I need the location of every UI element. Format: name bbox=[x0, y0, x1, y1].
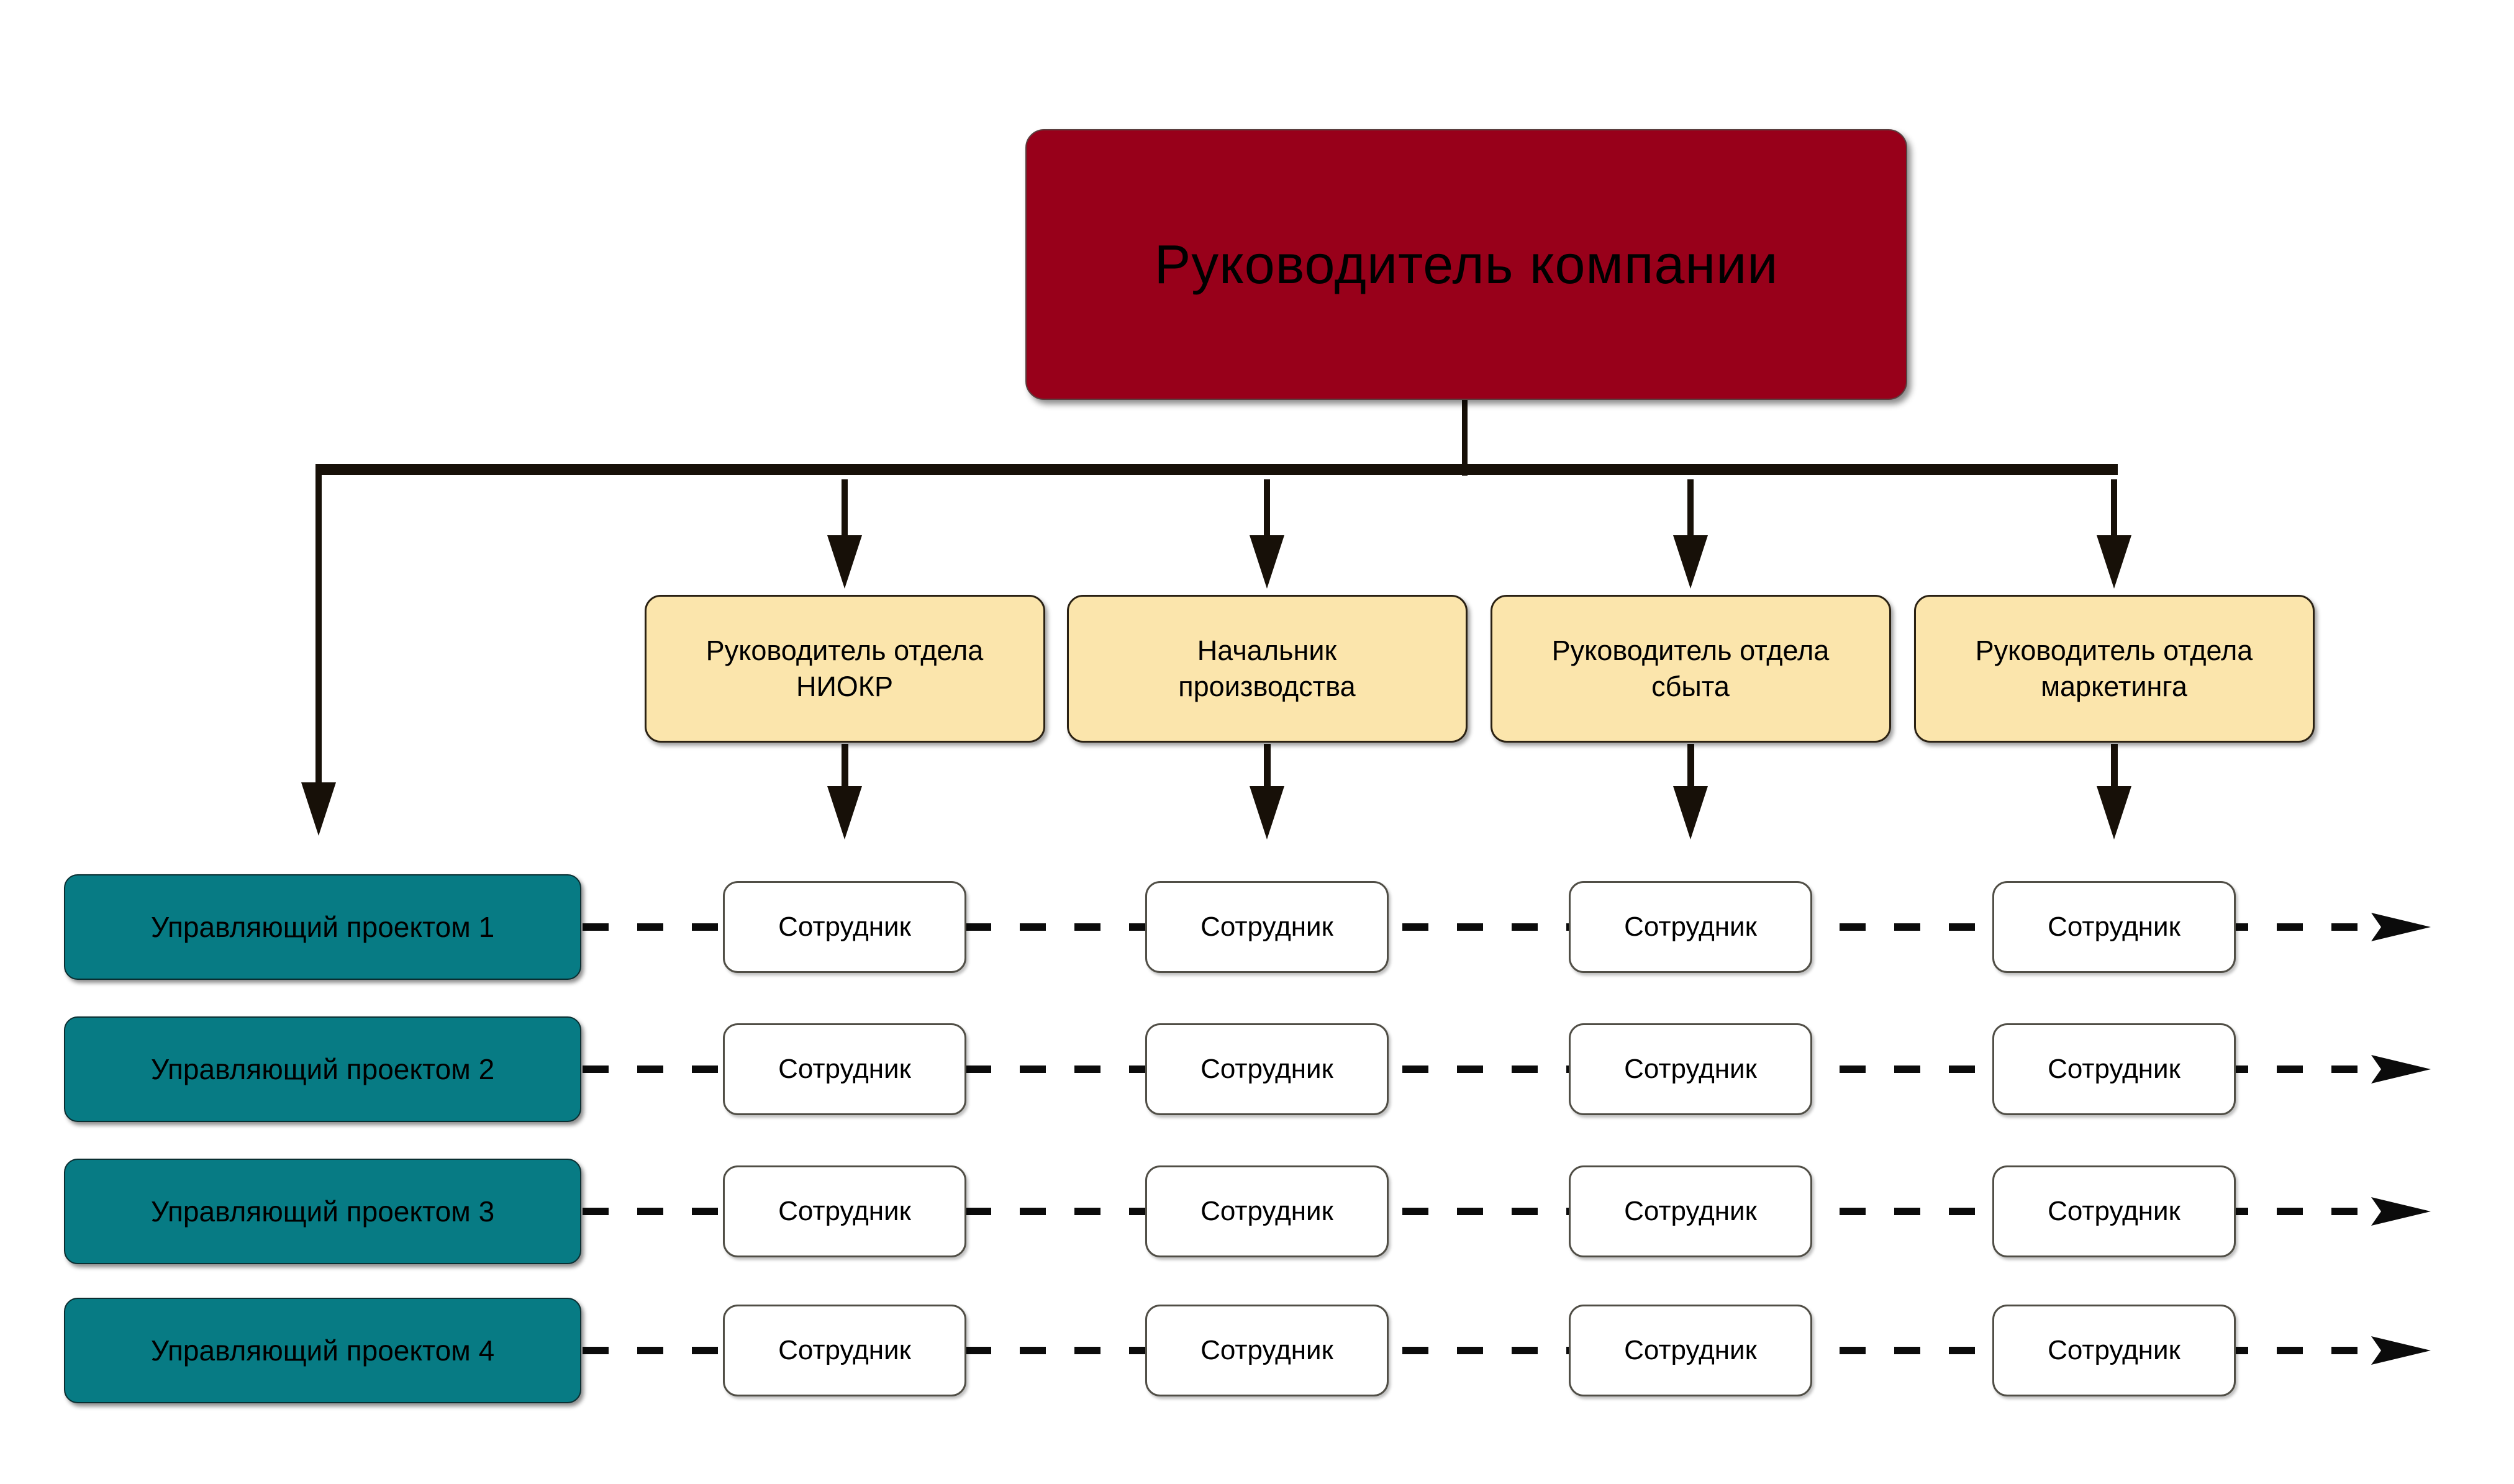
node-employee-r2-c4: Сотрудник bbox=[1992, 1023, 2236, 1115]
node-employee-r3-c1: Сотрудник bbox=[723, 1165, 966, 1257]
employee-label: Сотрудник bbox=[1624, 1335, 1757, 1365]
department-label: Руководитель отдела сбыта bbox=[1552, 633, 1830, 704]
project-flow-dashed-line-3 bbox=[583, 1208, 2370, 1215]
employee-label: Сотрудник bbox=[1624, 1054, 1757, 1084]
department-label: Начальник производства bbox=[1178, 633, 1355, 704]
arrowhead-down-employee-3 bbox=[1673, 786, 1708, 839]
connector-drop-department-3 bbox=[1687, 479, 1694, 536]
connector-drop-projects bbox=[315, 469, 322, 784]
employee-label: Сотрудник bbox=[778, 912, 911, 942]
arrowhead-down-employee-1 bbox=[827, 786, 862, 839]
node-project-manager-3: Управляющий проектом 3 bbox=[64, 1159, 581, 1264]
connector-drop-department-1 bbox=[842, 479, 848, 536]
node-employee-r1-c4: Сотрудник bbox=[1992, 881, 2236, 973]
node-employee-r4-c1: Сотрудник bbox=[723, 1305, 966, 1396]
department-label-line: НИОКР bbox=[796, 671, 894, 702]
project-flow-arrowhead-1 bbox=[2371, 913, 2431, 941]
connector-drop-department-4 bbox=[2111, 479, 2117, 536]
project-flow-arrowhead-4 bbox=[2371, 1336, 2431, 1365]
node-employee-r1-c2: Сотрудник bbox=[1145, 881, 1389, 973]
department-label-line: Руководитель отдела bbox=[1551, 635, 1830, 667]
employee-label: Сотрудник bbox=[1200, 1335, 1333, 1365]
node-department-3: Руководитель отдела сбыта bbox=[1490, 595, 1891, 743]
arrowhead-down-department-3 bbox=[1673, 535, 1708, 589]
connector-department-to-employee-4 bbox=[2110, 744, 2118, 787]
node-employee-r3-c3: Сотрудник bbox=[1569, 1165, 1812, 1257]
arrowhead-down-department-2 bbox=[1250, 535, 1284, 589]
employee-label: Сотрудник bbox=[1200, 1054, 1333, 1084]
node-employee-r4-c4: Сотрудник bbox=[1992, 1305, 2236, 1396]
arrowhead-down-department-1 bbox=[827, 535, 862, 589]
employee-label: Сотрудник bbox=[1624, 1196, 1757, 1226]
project-flow-arrowhead-3 bbox=[2371, 1197, 2431, 1226]
department-label-line: производства bbox=[1178, 671, 1356, 702]
department-label-line: Руководитель отдела bbox=[706, 635, 984, 667]
employee-label: Сотрудник bbox=[1624, 912, 1757, 942]
node-employee-r2-c1: Сотрудник bbox=[723, 1023, 966, 1115]
department-label: Руководитель отдела маркетинга bbox=[1976, 633, 2253, 704]
project-flow-dashed-line-1 bbox=[583, 923, 2370, 931]
connector-department-to-employee-1 bbox=[841, 744, 848, 787]
project-manager-label: Управляющий проектом 1 bbox=[150, 911, 495, 943]
employee-label: Сотрудник bbox=[1200, 912, 1333, 942]
company-head-label: Руководитель компании bbox=[1154, 233, 1779, 295]
connector-drop-department-2 bbox=[1264, 479, 1270, 536]
department-label-line: Начальник bbox=[1197, 635, 1337, 667]
employee-label: Сотрудник bbox=[778, 1335, 911, 1365]
arrowhead-down-department-4 bbox=[2097, 535, 2131, 589]
employee-label: Сотрудник bbox=[2048, 1054, 2180, 1084]
project-flow-dashed-line-2 bbox=[583, 1065, 2370, 1073]
employee-label: Сотрудник bbox=[2048, 1335, 2180, 1365]
employee-label: Сотрудник bbox=[2048, 1196, 2180, 1226]
node-project-manager-1: Управляющий проектом 1 bbox=[64, 874, 581, 980]
node-employee-r4-c3: Сотрудник bbox=[1569, 1305, 1812, 1396]
node-department-4: Руководитель отдела маркетинга bbox=[1913, 595, 2315, 743]
node-project-manager-4: Управляющий проектом 4 bbox=[64, 1298, 581, 1403]
connector-trunk bbox=[315, 464, 2118, 475]
node-company-head: Руководитель компании bbox=[1025, 129, 1907, 400]
connector-root-stub bbox=[1461, 399, 1468, 476]
node-department-2: Начальник производства bbox=[1066, 595, 1468, 743]
arrowhead-down-employee-4 bbox=[2097, 786, 2131, 839]
node-employee-r3-c4: Сотрудник bbox=[1992, 1165, 2236, 1257]
department-label-line: Руководитель отдела bbox=[1975, 635, 2253, 667]
employee-label: Сотрудник bbox=[778, 1196, 911, 1226]
project-manager-label: Управляющий проектом 4 bbox=[150, 1334, 495, 1367]
arrowhead-down-employee-2 bbox=[1250, 786, 1284, 839]
department-label-line: маркетинга bbox=[2041, 671, 2187, 702]
node-employee-r2-c3: Сотрудник bbox=[1569, 1023, 1812, 1115]
project-manager-label: Управляющий проектом 2 bbox=[150, 1053, 495, 1085]
employee-label: Сотрудник bbox=[1200, 1196, 1333, 1226]
department-label-line: сбыта bbox=[1651, 671, 1730, 702]
node-employee-r2-c2: Сотрудник bbox=[1145, 1023, 1389, 1115]
node-employee-r3-c2: Сотрудник bbox=[1145, 1165, 1389, 1257]
project-flow-dashed-line-4 bbox=[583, 1347, 2370, 1354]
project-manager-label: Управляющий проектом 3 bbox=[150, 1195, 495, 1228]
connector-department-to-employee-3 bbox=[1687, 744, 1694, 787]
connector-department-to-employee-2 bbox=[1263, 744, 1271, 787]
node-employee-r1-c1: Сотрудник bbox=[723, 881, 966, 973]
arrowhead-down-projects bbox=[301, 782, 336, 836]
employee-label: Сотрудник bbox=[778, 1054, 911, 1084]
employee-label: Сотрудник bbox=[2048, 912, 2180, 942]
node-employee-r1-c3: Сотрудник bbox=[1569, 881, 1812, 973]
node-employee-r4-c2: Сотрудник bbox=[1145, 1305, 1389, 1396]
project-flow-arrowhead-2 bbox=[2371, 1055, 2431, 1084]
node-project-manager-2: Управляющий проектом 2 bbox=[64, 1016, 581, 1122]
